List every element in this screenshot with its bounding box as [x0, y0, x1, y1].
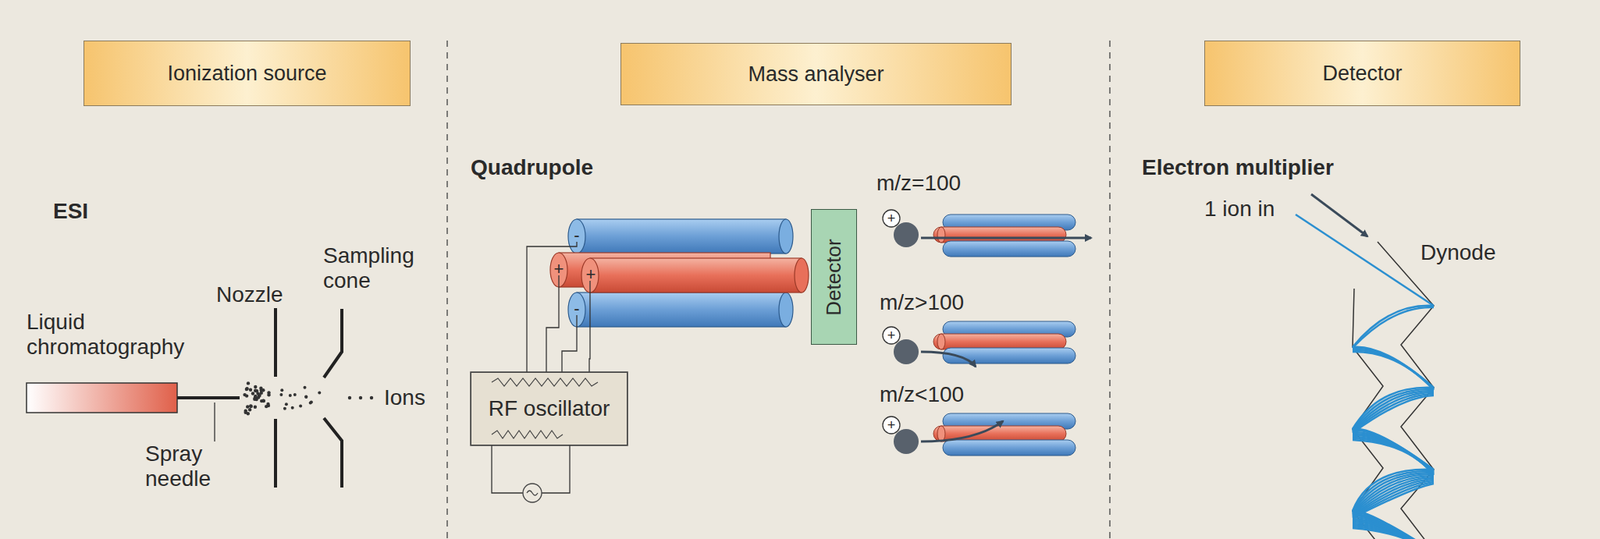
leader-line: [213, 402, 215, 442]
section-title: Electron multiplier: [1141, 155, 1334, 181]
wires: [491, 241, 591, 494]
part-label: Ions: [384, 385, 426, 411]
ions: [882, 209, 919, 455]
polarity-sign: +: [586, 264, 597, 285]
divider: [446, 40, 448, 539]
electron-paths: [1295, 214, 1434, 539]
oscillator-box: RF oscillator: [470, 372, 628, 446]
sampling-cone: [323, 309, 342, 488]
ion-arrow: [1311, 194, 1368, 237]
node-text: Mass analyser: [747, 62, 884, 87]
node-text: Detector: [1322, 61, 1402, 86]
part-label: Sampling cone: [323, 243, 441, 294]
part-label: Dynode: [1420, 240, 1497, 266]
detector-box: Detector: [810, 209, 857, 345]
charge-sign: +: [887, 417, 896, 434]
charge-sign: +: [887, 210, 896, 228]
spray-droplets: [242, 381, 374, 416]
dynodes: [1352, 241, 1434, 539]
section-header: Detector: [1204, 40, 1521, 107]
resistor-symbol: [491, 378, 598, 387]
nozzle: [273, 308, 278, 488]
resistor-symbol: [491, 430, 563, 439]
spray-needle: [177, 396, 240, 400]
polarity-sign: -: [573, 225, 580, 246]
ac-source: [522, 483, 542, 503]
part-label: Liquid chromatography: [26, 309, 246, 360]
quadrupole-rods: [550, 219, 809, 328]
lc-column: [26, 383, 178, 413]
mz-label: m/z>100: [879, 290, 964, 316]
section-title: ESI: [53, 199, 89, 224]
rf-box-fill: [470, 372, 628, 446]
node-text: RF oscillator: [488, 396, 611, 422]
mz-label: m/z=100: [876, 170, 961, 196]
section-title: Quadrupole: [470, 155, 594, 181]
divider: [1109, 40, 1111, 539]
section-header: Mass analyser: [620, 42, 1012, 106]
part-label: 1 ion in: [1204, 196, 1275, 222]
ion-paths: [920, 238, 1092, 442]
mz-label: m/z<100: [879, 382, 964, 408]
part-label: Spray needle: [145, 441, 232, 492]
charge-sign: +: [887, 327, 896, 345]
node-text: Ionization source: [167, 61, 327, 86]
part-label: Nozzle: [216, 282, 284, 308]
node-text: Detector: [821, 238, 847, 316]
section-header: Ionization source: [83, 40, 411, 107]
ac-source: [526, 490, 538, 496]
mini-quadrupoles: [933, 214, 1076, 456]
polarity-sign: -: [573, 298, 580, 319]
polarity-sign: +: [554, 259, 565, 279]
